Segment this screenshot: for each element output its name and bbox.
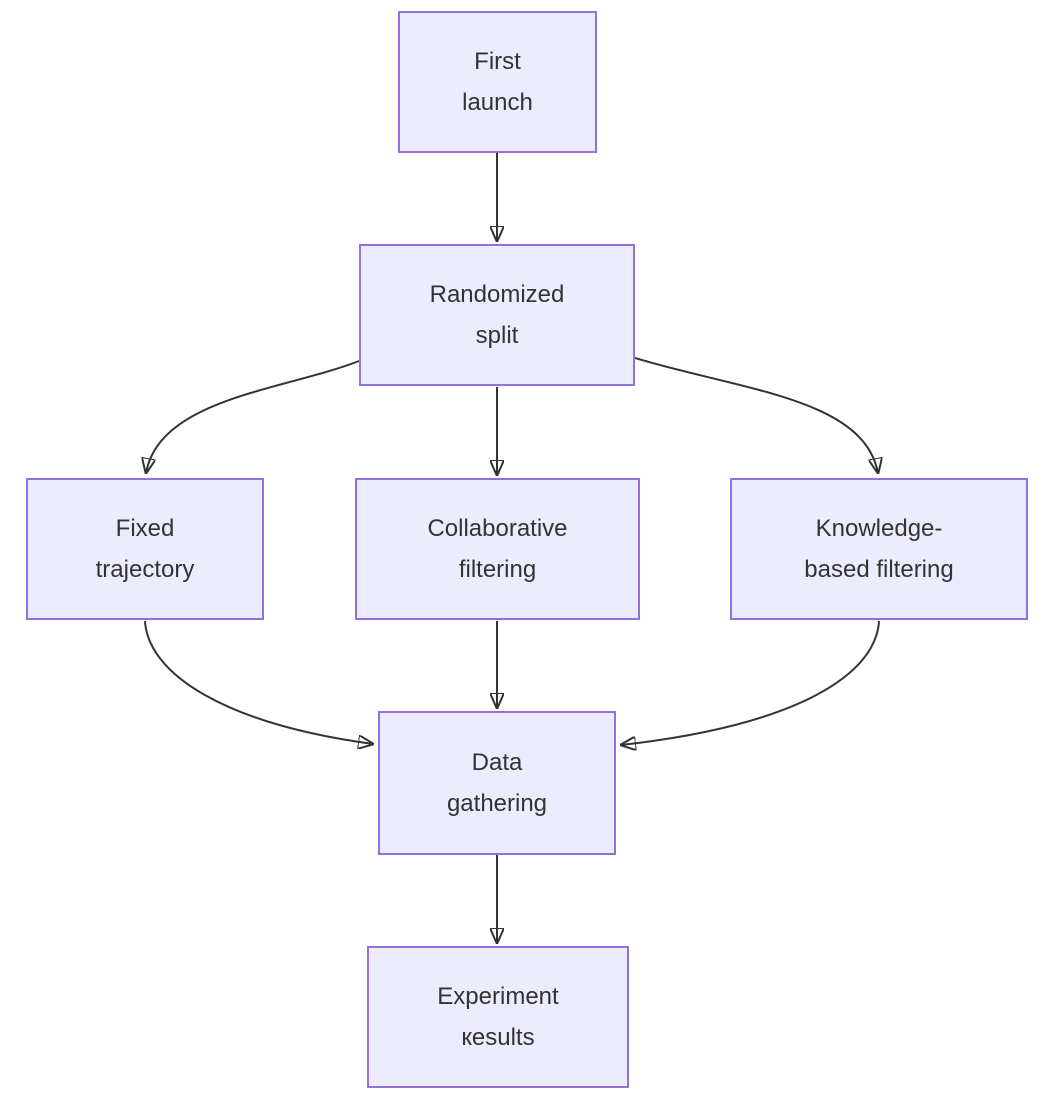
node-label-line: trajectory [95, 556, 195, 583]
edge-randomized-split-to-fixed-trajectory [146, 360, 360, 473]
node-label-line: Fixed [115, 515, 175, 542]
edge-randomized-split-to-knowledge-based-filtering [634, 357, 878, 473]
node-label-line: Data [471, 749, 523, 776]
node-knowledge-based-filtering: Knowledge- based filtering [730, 478, 1028, 620]
node-fixed-trajectory: Fixed trajectory [26, 478, 264, 620]
node-label-line: кesults [461, 1024, 535, 1051]
node-data-gathering: Data gathering [378, 711, 616, 855]
node-label-line: First [474, 48, 521, 75]
node-label-line: launch [462, 89, 533, 116]
node-label-line: gathering [446, 790, 548, 817]
node-randomized-split: Randomized split [359, 244, 635, 386]
node-label-line: filtering [458, 556, 537, 583]
node-label-line: Knowledge- [815, 515, 943, 542]
node-first-launch: First launch [398, 11, 597, 153]
node-experiment-results: Experiment кesults [367, 946, 629, 1088]
node-label-line: based filtering [804, 556, 954, 583]
node-collaborative-filtering: Collaborative filtering [355, 478, 640, 620]
node-label-line: Randomized [429, 281, 565, 308]
edge-knowledge-based-filtering-to-data-gathering [621, 620, 880, 745]
node-label-line: Collaborative [427, 515, 568, 542]
node-label-line: split [475, 322, 519, 349]
node-label-line: Experiment [437, 983, 559, 1010]
edge-fixed-trajectory-to-data-gathering [144, 620, 373, 744]
